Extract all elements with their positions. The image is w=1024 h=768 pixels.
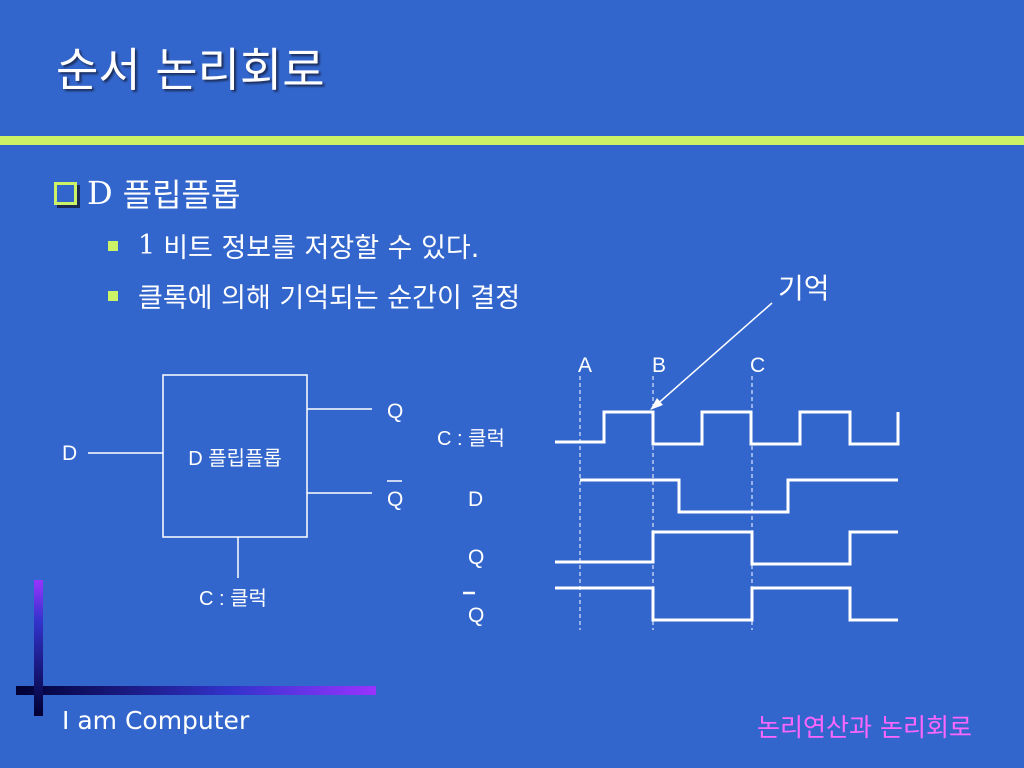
signal-label-d: D [468, 488, 483, 511]
square-bullet-icon [108, 290, 118, 301]
qbar-waveform [555, 586, 898, 622]
footer-left: I am Computer [62, 706, 250, 735]
sub-bullet-text: 클록에 의해 기억되는 순간이 결정 [138, 283, 521, 314]
d-waveform [580, 478, 898, 514]
memory-annotation: 기억 [778, 273, 830, 304]
input-d-label: D [62, 442, 77, 465]
signal-label-qbar: Q [468, 604, 484, 627]
flipflop-label: D 플립플롭 [188, 447, 282, 470]
marker-c: C [750, 354, 765, 377]
signal-label-q: Q [468, 546, 484, 569]
slide-title: 순서 논리회로 [56, 43, 325, 97]
heading-text: 플립플롭 [122, 176, 241, 214]
signal-label-clock: C : 클럭 [437, 427, 505, 450]
decor-vertical-line [34, 580, 43, 716]
output-q-label: Q [387, 400, 403, 423]
memory-arrowhead [650, 398, 663, 410]
q-waveform [555, 530, 898, 566]
marker-a: A [578, 354, 592, 377]
square-bullet-icon [108, 240, 118, 251]
sub-bullet-1: 1 비트 정보를 저장할 수 있다. [108, 226, 479, 265]
checkbox-bullet-icon [54, 181, 77, 205]
main-bullet: D 플립플롭 [54, 170, 240, 216]
memory-arrow-line [653, 302, 773, 408]
sub-bullet-2: 클록에 의해 기억되는 순간이 결정 [108, 276, 520, 315]
output-qbar-label: Q [387, 488, 403, 511]
sub-bullet-text: 비트 정보를 저장할 수 있다. [163, 233, 480, 264]
clock-label: C : 클럭 [199, 587, 267, 610]
title-divider [0, 136, 1024, 145]
footer-right: 논리연산과 논리회로 [757, 713, 972, 742]
flipflop-box [162, 374, 308, 538]
marker-b: B [652, 354, 666, 377]
sub-bullet-number: 1 [138, 230, 156, 261]
heading-letter: D [87, 174, 113, 212]
decor-horizontal-line [16, 686, 376, 695]
clock-waveform [555, 410, 900, 446]
